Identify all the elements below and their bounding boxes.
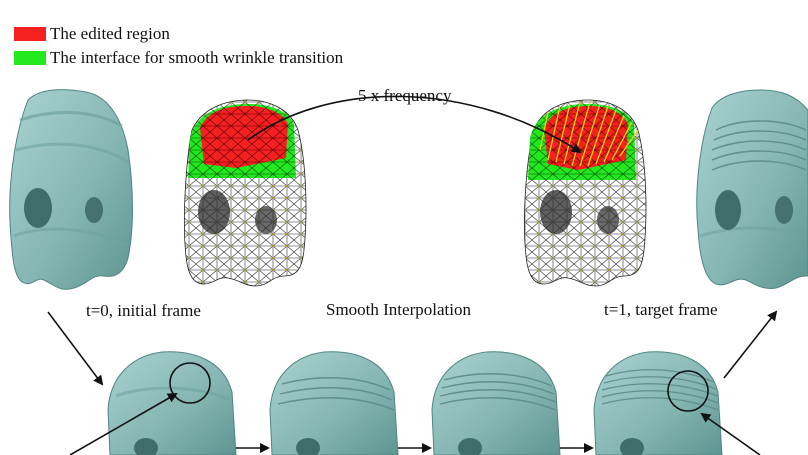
interp-ghost-3 [431, 351, 561, 455]
arrow-to-circle-left [69, 393, 178, 455]
ghost-eye-right [85, 197, 103, 223]
legend-swatch-red [14, 27, 46, 41]
frequency-vectors [539, 101, 639, 167]
arrow-to-interp-start [47, 311, 104, 386]
label-initial-frame: t=0, initial frame [86, 301, 201, 320]
wire-eye-right [255, 206, 277, 234]
interp-focus-circle [667, 370, 709, 412]
wireframe-ghost-edited [184, 99, 307, 287]
interp-ghost-1 [107, 351, 237, 455]
ghost-target-frame [696, 89, 808, 289]
ghost-eye-right [775, 196, 793, 224]
interp-ghost-2 [269, 351, 399, 455]
label-frequency: 5 x frequency [358, 86, 452, 105]
ghost-eye-left [24, 188, 52, 228]
wire-eye-left [540, 190, 572, 234]
ghost-eye-left [715, 190, 741, 230]
legend-interface: The interface for smooth wrinkle transit… [14, 48, 343, 68]
wire-eye-right [597, 206, 619, 234]
ghost-initial-frame [9, 89, 133, 290]
interp-ghost-4 [593, 351, 723, 455]
arrow-to-circle-right [700, 412, 761, 455]
arrow-to-target [723, 310, 778, 379]
wireframe-ghost-frequency [524, 99, 647, 287]
label-smooth-interpolation: Smooth Interpolation [326, 300, 471, 319]
label-target-frame: t=1, target frame [604, 300, 718, 319]
legend-edited-region: The edited region [14, 24, 170, 44]
frequency-arrow [247, 95, 582, 154]
legend-swatch-green [14, 51, 46, 65]
legend-label-edited: The edited region [50, 24, 170, 43]
legend-label-interface: The interface for smooth wrinkle transit… [50, 48, 344, 67]
interp-focus-circle [169, 362, 211, 404]
wire-eye-left [198, 190, 230, 234]
